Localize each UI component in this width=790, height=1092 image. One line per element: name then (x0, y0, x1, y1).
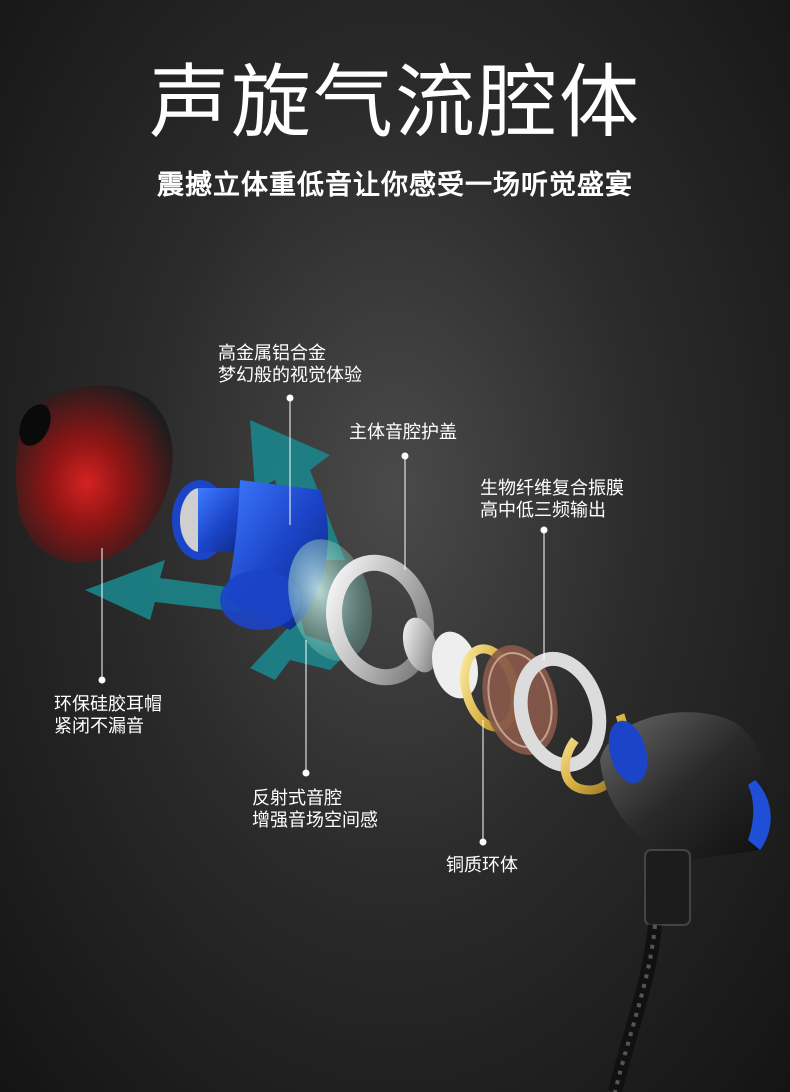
callout-reflex-line1: 反射式音腔 (252, 788, 342, 809)
callout-reflex: 反射式音腔 增强音场空间感 (252, 788, 378, 832)
cover-ring (326, 554, 438, 686)
callout-diaphragm-line1: 生物纤维复合振膜 (480, 478, 624, 499)
callout-alloy-line2: 梦幻般的视觉体验 (218, 365, 362, 386)
callout-ring: 铜质环体 (446, 855, 518, 877)
callout-diaphragm: 生物纤维复合振膜 高中低三频输出 (480, 478, 624, 522)
ear-tip (15, 385, 173, 563)
callout-eartip: 环保硅胶耳帽 紧闭不漏音 (54, 694, 162, 738)
callout-eartip-line2: 紧闭不漏音 (54, 716, 144, 737)
callout-alloy: 高金属铝合金 梦幻般的视觉体验 (218, 343, 362, 387)
page-title: 声旋气流腔体 (149, 56, 641, 149)
callout-cover: 主体音腔护盖 (349, 422, 457, 444)
callout-ring-line1: 铜质环体 (446, 855, 518, 876)
callout-eartip-line1: 环保硅胶耳帽 (54, 694, 162, 715)
gasket-ring (513, 651, 607, 773)
page-subtitle: 震撼立体重低音让你感受一场听觉盛宴 (157, 170, 633, 201)
callout-reflex-line2: 增强音场空间感 (252, 810, 378, 831)
callout-leaders (98, 394, 548, 846)
earphone-body (600, 712, 771, 1092)
callout-alloy-line1: 高金属铝合金 (218, 343, 326, 364)
callout-cover-line1: 主体音腔护盖 (349, 422, 457, 443)
callout-diaphragm-line2: 高中低三频输出 (480, 500, 606, 521)
